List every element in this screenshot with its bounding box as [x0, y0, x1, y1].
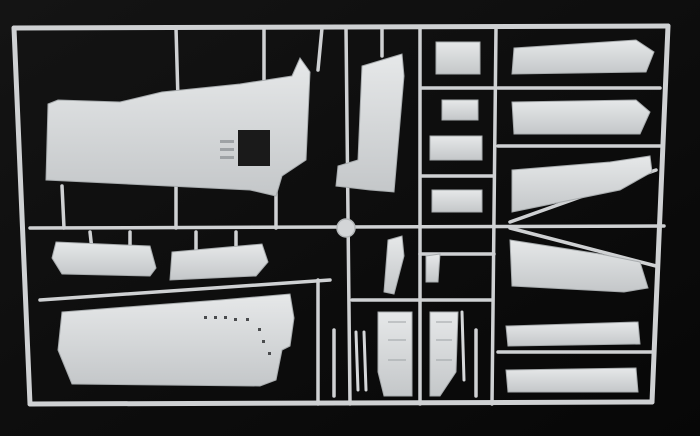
- small-parts-column: [429, 41, 483, 213]
- sprue-runners: [28, 26, 666, 406]
- lower-wing-part: [57, 293, 295, 387]
- rod-parts: [354, 310, 466, 392]
- bracket-parts: [383, 235, 441, 295]
- sprue-hub: [336, 218, 356, 238]
- lower-wing-slots: [204, 316, 271, 355]
- sprue-frame: [11, 23, 671, 407]
- wheel-well-ribs: [220, 140, 234, 159]
- control-surface-parts: [505, 39, 655, 393]
- tail-fin-part: [335, 53, 405, 193]
- flap-parts: [51, 241, 269, 281]
- lower-center-panels: [377, 311, 459, 397]
- panel-lines: [388, 321, 452, 361]
- wheel-well-opening: [238, 130, 270, 166]
